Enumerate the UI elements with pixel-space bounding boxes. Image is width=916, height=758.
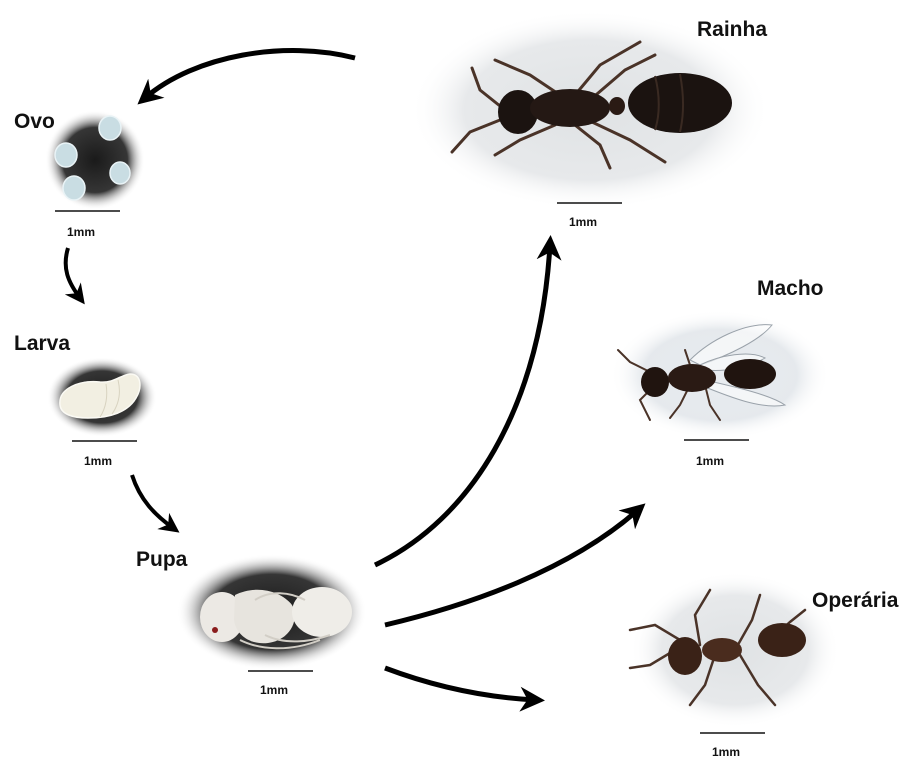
- label-macho: Macho: [757, 277, 824, 300]
- scale-label-larva: 1mm: [84, 454, 112, 468]
- label-larva: Larva: [14, 332, 70, 355]
- arrow-ovo-to-larva: [66, 248, 80, 298]
- pupa-eye: [212, 627, 218, 633]
- egg: [55, 143, 77, 167]
- scale-label-ovo: 1mm: [67, 225, 95, 239]
- male-thorax: [668, 364, 716, 392]
- scale-label-pupa: 1mm: [260, 683, 288, 697]
- worker-thorax: [702, 638, 742, 662]
- queen-gaster: [628, 73, 732, 133]
- stage-pupa: Pupa 1mm: [136, 548, 367, 697]
- scale-label-operaria: 1mm: [712, 745, 740, 758]
- stage-larva: Larva 1mm: [14, 332, 157, 468]
- stage-macho: Macho 1mm: [610, 277, 830, 468]
- male-head: [641, 367, 669, 397]
- label-rainha: Rainha: [697, 18, 767, 41]
- stage-operaria: Operária 1mm: [630, 572, 899, 758]
- egg: [110, 162, 130, 184]
- label-operaria: Operária: [812, 589, 899, 612]
- worker-gaster: [758, 623, 806, 657]
- arrow-pupa-to-operaria: [385, 668, 535, 700]
- scale-label-rainha: 1mm: [569, 215, 597, 229]
- egg: [99, 116, 121, 140]
- pupa-gaster: [292, 587, 352, 637]
- arrow-pupa-to-rainha: [375, 245, 550, 565]
- stage-rainha: Rainha 1mm: [410, 10, 770, 229]
- egg: [63, 176, 85, 200]
- queen-petiole: [609, 97, 625, 115]
- male-gaster: [724, 359, 776, 389]
- arrow-pupa-to-macho: [385, 510, 638, 625]
- scale-label-macho: 1mm: [696, 454, 724, 468]
- stage-ovo: Ovo 1mm: [14, 110, 145, 239]
- label-pupa: Pupa: [136, 548, 188, 571]
- queen-thorax: [530, 89, 610, 127]
- arrow-rainha-to-ovo: [145, 51, 355, 98]
- worker-head: [668, 637, 702, 675]
- label-ovo: Ovo: [14, 110, 55, 133]
- arrow-larva-to-pupa: [132, 475, 173, 528]
